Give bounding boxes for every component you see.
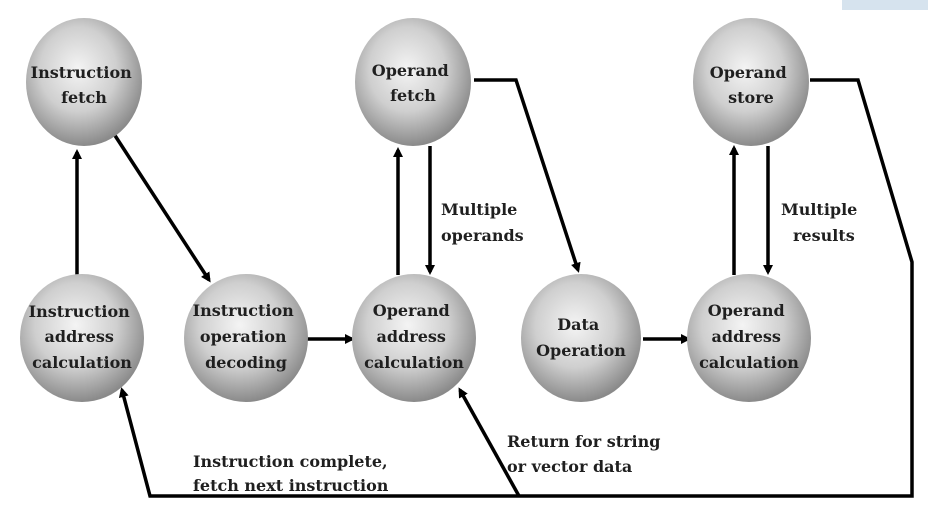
svg-text:Instruction address: Instruction address calculation: [29, 302, 136, 372]
node-operand-address-calculation-1: Operand address calculation: [352, 274, 476, 402]
corner-decoration: [842, 0, 928, 10]
arrow-of-to-dataop: [474, 78, 581, 273]
node-operand-fetch: Operand fetch: [355, 18, 471, 146]
node-instruction-address-calculation: Instruction address calculation: [20, 274, 144, 402]
svg-text:Instruction fetch: Instruction fetch: [31, 63, 138, 107]
svg-text:Operand address ca: Operand address calculation: [699, 301, 799, 372]
label-multiple-operands: Multiple operands: [441, 200, 524, 245]
arrow-os-to-iac-loop: [118, 78, 914, 498]
node-instruction-operation-decoding: Instruction operation decoding: [184, 274, 308, 402]
node-instruction-fetch: Instruction fetch: [26, 18, 142, 146]
node-data-operation: Data Operation: [521, 274, 641, 402]
label-return-string-vector: Return for string or vector data: [507, 432, 666, 476]
label-instruction-complete: Instruction complete, fetch next instruc…: [193, 452, 393, 495]
svg-text:Operand fetch: Operand fetch: [372, 61, 455, 105]
svg-text:Operand address ca: Operand address calculation: [364, 301, 464, 372]
arrow-return-to-oac1: [458, 387, 521, 497]
node-operand-store: Operand store: [693, 18, 809, 146]
svg-text:Data Operation: Data Operation: [536, 315, 626, 360]
arrow-if-to-iod: [112, 133, 211, 283]
svg-text:Operand store: Operand store: [710, 63, 793, 107]
edges: [72, 78, 914, 498]
node-operand-address-calculation-2: Operand address calculation: [687, 274, 811, 402]
label-multiple-results: Multiple results: [781, 200, 863, 245]
svg-text:Instruction operation: Instruction operation decoding: [193, 301, 300, 372]
